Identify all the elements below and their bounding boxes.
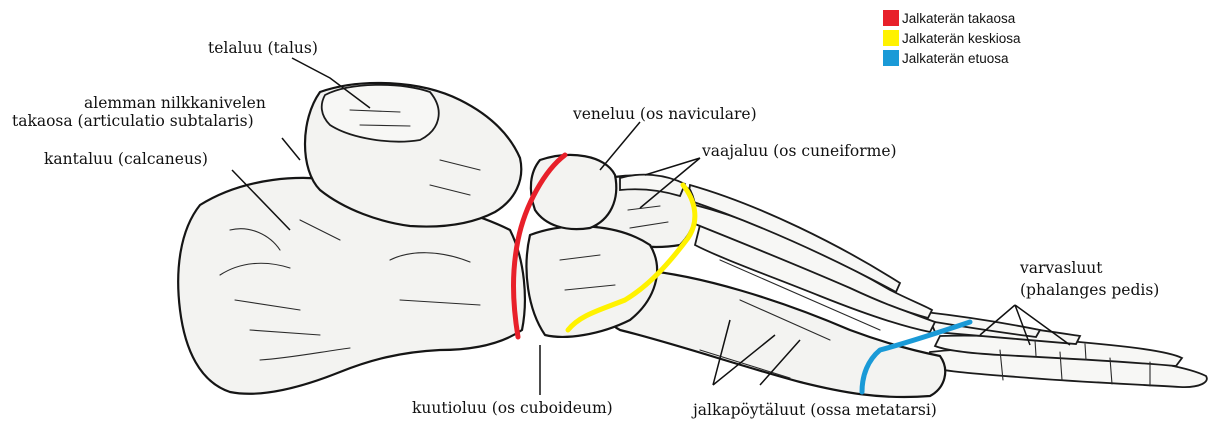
legend-label: Jalkaterän keskiosa: [902, 31, 1021, 46]
legend-swatch-red: [883, 10, 899, 26]
label-cuneiform: vaajaluu (os cuneiforme): [702, 141, 897, 161]
legend-item-midfoot: Jalkaterän keskiosa: [883, 28, 1021, 48]
legend-label: Jalkaterän takaosa: [902, 11, 1015, 26]
label-subtalar-line1: alemman nilkkanivelen: [84, 93, 266, 113]
label-phalanges-line2: (phalanges pedis): [1020, 280, 1159, 300]
legend-swatch-yellow: [883, 30, 899, 46]
label-cuboid: kuutioluu (os cuboideum): [412, 398, 613, 418]
label-metatarsals: jalkapöytäluut (ossa metatarsi): [693, 400, 937, 420]
label-subtalar-line2: takaosa (articulatio subtalaris): [12, 111, 254, 131]
label-talus: telaluu (talus): [208, 38, 318, 58]
label-navicular: veneluu (os naviculare): [573, 104, 757, 124]
leader-subtalar: [282, 138, 300, 160]
legend-swatch-blue: [883, 50, 899, 66]
label-phalanges-line1: varvasluut: [1020, 258, 1103, 278]
legend-item-forefoot: Jalkaterän etuosa: [883, 48, 1021, 68]
leader-navicular: [600, 122, 640, 170]
legend-label: Jalkaterän etuosa: [902, 51, 1009, 66]
legend: Jalkaterän takaosa Jalkaterän keskiosa J…: [883, 8, 1021, 68]
legend-item-hindfoot: Jalkaterän takaosa: [883, 8, 1021, 28]
label-calcaneus: kantaluu (calcaneus): [44, 149, 208, 169]
